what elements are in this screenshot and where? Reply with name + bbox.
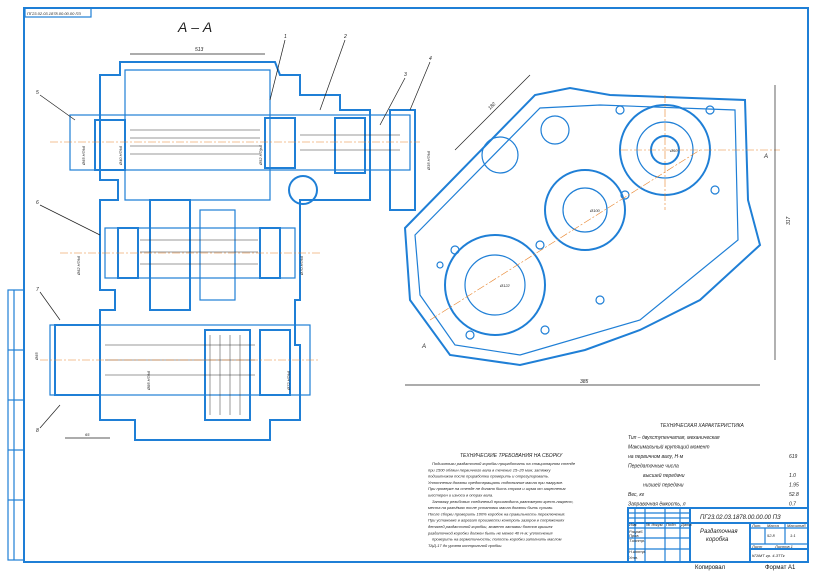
sheets-label: Листов 1 xyxy=(774,544,793,549)
characteristic-label: Тип – двухступенчатая, механическая xyxy=(628,435,720,441)
callout: 5 xyxy=(36,90,39,96)
col-header: № докум. xyxy=(646,522,664,527)
requirements-title: ТЕХНИЧЕСКИЕ ТРЕБОВАНИЯ НА СБОРКУ xyxy=(460,453,563,459)
dim-left-bottom: 65 xyxy=(85,432,90,437)
role-label: Т.контр. xyxy=(629,538,645,543)
characteristic-label: высшей передачи xyxy=(643,472,685,479)
stamp-text: ПГ23.02.03.1878.00.00.00 ПЗ xyxy=(27,11,81,16)
dim-label: Ø85 H7/k6 xyxy=(146,370,151,391)
title-block: ПГ23.02.03.1878.00.00.00 ПЗ Раздаточная … xyxy=(627,507,809,563)
requirement-line: шестерен и износа в опорах вала. xyxy=(428,493,493,498)
requirement-line: После сборки проверить 100% коробок на п… xyxy=(428,511,566,516)
dim-top-width: 513 xyxy=(195,47,204,53)
col-header: Дата xyxy=(680,522,692,527)
characteristic-label: на первичном валу, Н·м xyxy=(628,454,684,460)
lit-label: Лит. xyxy=(751,523,761,528)
dim-label: Ø65 xyxy=(34,352,39,361)
dim-label: Ø40 H7/k6 xyxy=(118,145,123,166)
callout: 3 xyxy=(404,72,407,78)
characteristic-label: Вес, кг xyxy=(628,492,645,498)
view-arrow-label: А xyxy=(763,154,768,160)
dim-label: Ø62 H7/k6 xyxy=(76,255,81,276)
dim-label: Ø72 H7/k6 xyxy=(286,370,291,391)
role-label: Н.контр. xyxy=(629,549,646,554)
characteristic-value: 1.95 xyxy=(789,483,799,489)
drawing-frame xyxy=(23,7,809,563)
organization: КГАМТ гр. 4-ЗТТк xyxy=(752,553,786,558)
gearbox-external-view: 182 385 317 Ø60 Ø100 Ø122 А А xyxy=(403,74,792,386)
dim-label: Ø52 H7/js6 xyxy=(258,144,263,166)
scale-label: Масштаб xyxy=(787,523,806,528)
characteristic-label: Максимальный крутящий момент xyxy=(628,444,710,451)
view-arrow-label: А xyxy=(421,344,426,350)
requirement-line: раздаточной коробки должен быть не менее… xyxy=(427,530,553,535)
copied-label: Копировал xyxy=(695,565,726,571)
dim-label: Ø122 xyxy=(499,283,511,288)
col-header: Изм. xyxy=(629,522,638,527)
callout: 8 xyxy=(36,428,39,434)
callout: 2 xyxy=(343,34,347,40)
assembly-requirements: ТЕХНИЧЕСКИЕ ТРЕБОВАНИЯ НА СБОРКУ Подшипн… xyxy=(427,453,576,548)
callout: 4 xyxy=(429,56,432,62)
section-label: А – А xyxy=(177,19,212,35)
characteristic-value: 52.8 xyxy=(789,492,799,498)
dim-label: Ø100 xyxy=(589,208,601,213)
scale-value: 1:1 xyxy=(790,533,796,538)
technical-characteristics: ТЕХНИЧЕСКАЯ ХАРАКТЕРИСТИКА Тип – двухсту… xyxy=(628,423,799,508)
characteristic-label: Передаточные числа xyxy=(628,464,679,470)
drawing-name: коробка xyxy=(706,537,729,543)
mass-value: 52.8 xyxy=(767,533,776,538)
mass-label: Масса xyxy=(767,523,780,528)
gearbox-section-view: 513 65 Ø65 H7/k xyxy=(34,34,432,441)
requirement-line: ТАД-17 до уровня контрольной пробки. xyxy=(428,543,502,548)
requirement-line: Затяжку резьбовых соединений производить… xyxy=(432,499,574,504)
dim-diagonal: 182 xyxy=(487,101,497,111)
characteristic-label: Заправочная ёмкость, л xyxy=(628,502,686,508)
callout: 7 xyxy=(36,287,39,293)
characteristics-title: ТЕХНИЧЕСКАЯ ХАРАКТЕРИСТИКА xyxy=(660,423,745,429)
dim-label: Ø70 H7/k6 xyxy=(299,255,304,276)
callout: 1 xyxy=(284,34,287,40)
requirement-line: Уплотнения должны предотвращать подтекан… xyxy=(428,480,563,485)
dim-right-height: 317 xyxy=(786,216,792,225)
stamp-box xyxy=(24,7,92,18)
role-label: Утв. xyxy=(629,555,638,560)
requirement-line: При установке в агрегат произвести контр… xyxy=(428,518,565,523)
role-label: Пров. xyxy=(629,533,640,538)
dim-label: Ø60 xyxy=(669,148,678,153)
requirement-line: места на разъёмах после установки масла … xyxy=(428,505,553,510)
drawing-name: Раздаточная xyxy=(700,529,738,535)
requirement-line: деталей раздаточной коробки, момент затя… xyxy=(428,524,554,529)
role-label: Разраб. xyxy=(629,529,643,534)
callout: 6 xyxy=(36,200,39,206)
characteristic-value: 619 xyxy=(789,454,798,460)
col-header: Подп. xyxy=(666,522,677,527)
side-margin-table xyxy=(7,289,25,561)
requirement-line: при 1500 об/мин первичного вала в течени… xyxy=(428,467,551,472)
requirement-line: Подшипники раздаточной коробки приработа… xyxy=(432,461,576,466)
requirement-line: При проверке на стенде не должно быть ст… xyxy=(428,486,566,491)
requirement-line: подшипников после приработки проверить и… xyxy=(428,474,549,479)
characteristic-value: 0.7 xyxy=(789,502,796,508)
format-label: Формат А1 xyxy=(765,565,796,571)
dim-label: Ø35 H7/k6 xyxy=(426,150,431,171)
requirement-line: проверить на герметичность; полость коро… xyxy=(432,537,562,542)
dim-right-width: 385 xyxy=(580,379,589,385)
characteristic-label: низшей передачи xyxy=(643,482,684,489)
doc-code: ПГ23.02.03.1878.00.00.00 ПЗ xyxy=(700,515,781,521)
characteristic-value: 1.0 xyxy=(789,473,796,479)
sheet-label: Лист xyxy=(751,544,763,549)
dim-label: Ø65 H7/k6 xyxy=(81,145,86,166)
